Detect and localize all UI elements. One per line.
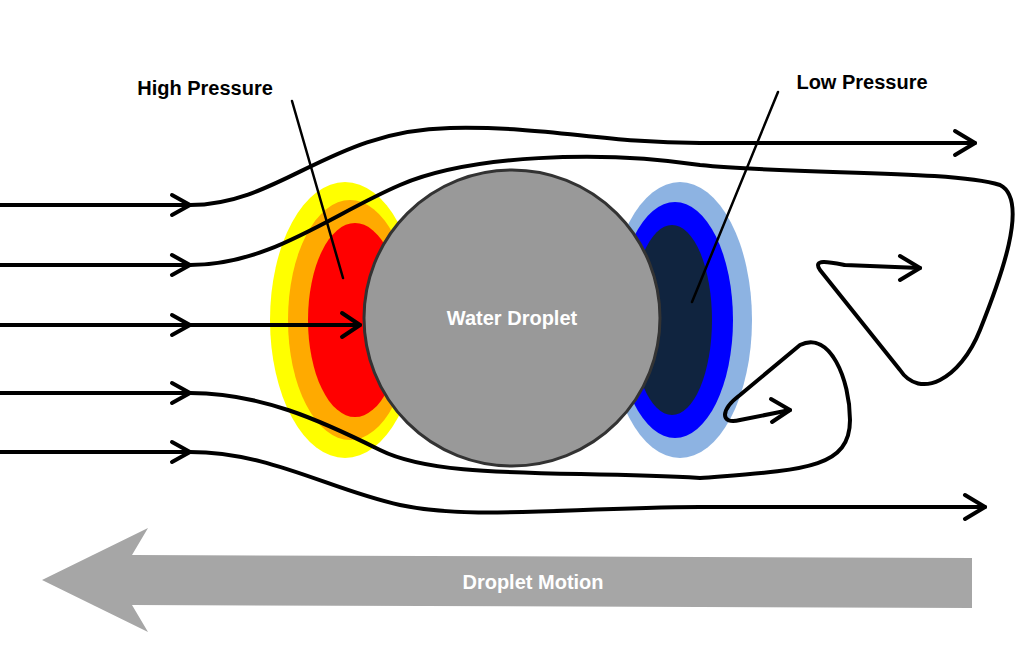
droplet-body bbox=[364, 170, 660, 466]
node-label: Water Droplet bbox=[447, 307, 577, 330]
pressure-label: High Pressure bbox=[137, 77, 273, 100]
pressure-label: Low Pressure bbox=[796, 71, 927, 94]
node-label: Droplet Motion bbox=[462, 571, 603, 594]
arrowhead bbox=[172, 195, 190, 215]
arrow-body bbox=[42, 528, 972, 632]
arrowhead bbox=[172, 383, 190, 403]
streamline bbox=[0, 323, 360, 327]
arrowhead bbox=[900, 256, 920, 280]
streamlines bbox=[0, 128, 1013, 519]
arrowhead bbox=[771, 399, 790, 422]
arrowhead bbox=[342, 313, 360, 337]
arrowhead bbox=[172, 315, 190, 335]
droplet-circle: Water Droplet bbox=[362, 168, 662, 468]
leader-line bbox=[692, 92, 778, 302]
motion-arrow: Droplet Motion bbox=[40, 528, 975, 634]
arrowhead bbox=[955, 131, 975, 155]
arrowhead bbox=[965, 495, 985, 519]
leader-line bbox=[292, 101, 343, 278]
arrowhead bbox=[172, 255, 190, 275]
arrowhead bbox=[172, 442, 190, 462]
